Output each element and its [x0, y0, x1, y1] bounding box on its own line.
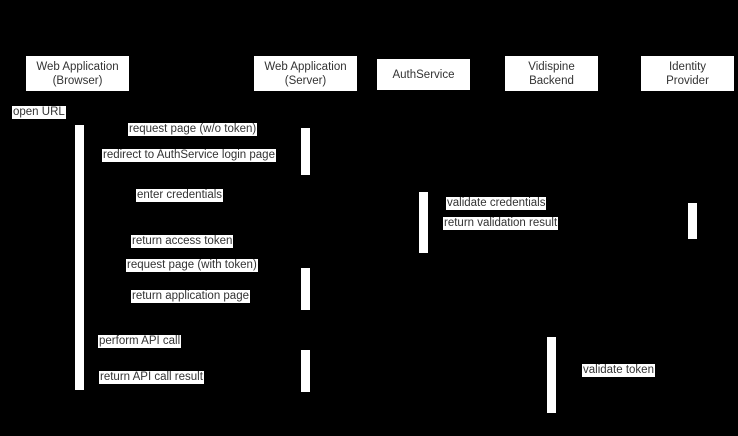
participant-server-line2: (Server): [284, 74, 327, 87]
message-enter-credentials[interactable]: enter credentials: [136, 189, 224, 202]
activation-browser: [75, 125, 84, 390]
activation-identity-provider: [688, 203, 697, 239]
participant-browser-line1: Web Application: [36, 60, 119, 73]
message-request-page-with-token[interactable]: request page (with token): [126, 259, 258, 272]
participant-idp-line1: Identity: [668, 60, 707, 73]
message-redirect-to-authservice-login-page[interactable]: redirect to AuthService login page: [102, 149, 276, 162]
participant-idp-line2: Provider: [666, 74, 709, 87]
message-return-application-page[interactable]: return application page: [131, 290, 250, 303]
message-validate-token[interactable]: validate token: [582, 364, 655, 377]
message-validate-credentials[interactable]: validate credentials: [446, 197, 547, 210]
message-return-api-call-result[interactable]: return API call result: [99, 371, 204, 384]
participant-browser[interactable]: Web Application (Browser): [25, 55, 130, 92]
participant-authservice-line1: AuthService: [392, 68, 455, 81]
participant-identity-provider[interactable]: Identity Provider: [640, 55, 735, 92]
message-perform-api-call[interactable]: perform API call: [98, 335, 182, 348]
participant-vidispine-line1: Vidispine: [528, 60, 575, 73]
participant-server-line1: Web Application: [264, 60, 347, 73]
participant-server[interactable]: Web Application (Server): [253, 55, 358, 92]
activation-authservice: [419, 192, 428, 253]
activation-vidispine-backend: [547, 337, 556, 413]
lifeline-identity-provider: [692, 92, 693, 436]
message-return-validation-result[interactable]: return validation result: [443, 217, 559, 230]
activation-server-1: [301, 128, 310, 175]
participant-vidispine-line2: Backend: [529, 74, 574, 87]
activation-server-2: [301, 268, 310, 310]
activation-server-3: [301, 350, 310, 392]
message-open-url[interactable]: open URL: [12, 106, 66, 119]
participant-browser-line2: (Browser): [52, 74, 103, 87]
participant-authservice[interactable]: AuthService: [376, 58, 471, 91]
lifeline-vidispine-backend: [551, 92, 552, 436]
message-return-access-token[interactable]: return access token: [131, 235, 234, 248]
lifeline-server: [305, 92, 306, 436]
lifeline-authservice: [423, 92, 424, 436]
participant-vidispine-backend[interactable]: Vidispine Backend: [504, 55, 599, 92]
message-request-page-without-token[interactable]: request page (w/o token): [128, 123, 258, 136]
